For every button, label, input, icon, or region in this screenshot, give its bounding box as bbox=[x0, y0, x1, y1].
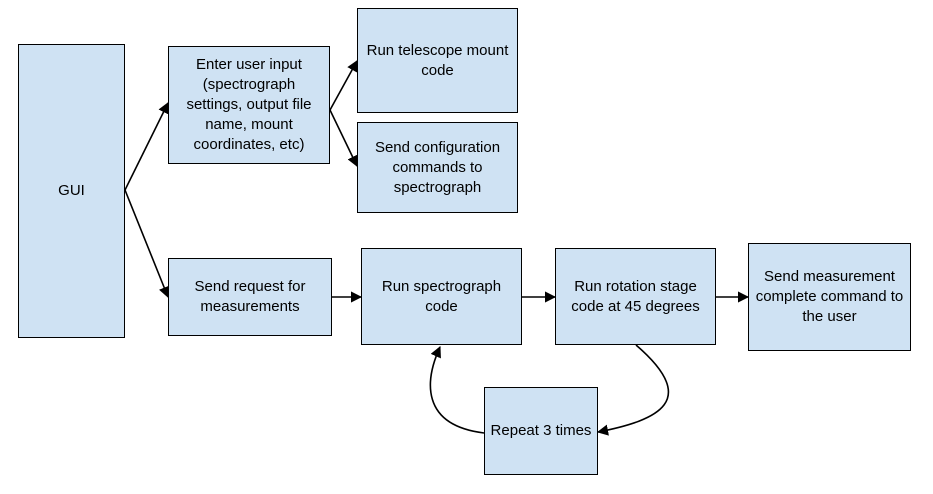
node-complete: Send measurement complete command to the… bbox=[748, 243, 911, 351]
edge-repeat-to-spectrograph-code bbox=[429, 345, 485, 434]
node-rotation-stage-label: Run rotation stage code at 45 degrees bbox=[571, 277, 700, 315]
node-user-input: Enter user input (spectrograph settings,… bbox=[168, 46, 330, 164]
node-gui-label: GUI bbox=[58, 182, 85, 199]
edge-user-input-to-mount-code bbox=[329, 60, 358, 111]
node-rotation-stage: Run rotation stage code at 45 degrees bbox=[555, 248, 716, 345]
node-mount-code-label: Run telescope mount code bbox=[366, 41, 509, 79]
node-config-commands: Send configuration commands to spectrogr… bbox=[357, 122, 518, 213]
node-config-commands-label: Send configuration commands to spectrogr… bbox=[374, 138, 501, 196]
node-mount-code: Run telescope mount code bbox=[357, 8, 518, 113]
edge-user-input-to-config-commands bbox=[329, 109, 358, 168]
node-spectrograph-code: Run spectrograph code bbox=[361, 248, 522, 345]
node-complete-label: Send measurement complete command to the… bbox=[755, 268, 904, 325]
node-request: Send request for measurements bbox=[168, 258, 332, 336]
node-request-label: Send request for measurements bbox=[194, 278, 306, 315]
node-repeat: Repeat 3 times bbox=[484, 387, 598, 475]
edge-rotation-stage-to-repeat bbox=[596, 344, 670, 436]
node-spectrograph-code-label: Run spectrograph code bbox=[381, 277, 502, 315]
node-gui: GUI bbox=[18, 44, 125, 338]
node-repeat-label: Repeat 3 times bbox=[490, 422, 592, 439]
node-user-input-label: Enter user input (spectrograph settings,… bbox=[186, 56, 312, 153]
edge-gui-to-user-input bbox=[124, 101, 169, 191]
edge-gui-to-request bbox=[124, 189, 170, 299]
